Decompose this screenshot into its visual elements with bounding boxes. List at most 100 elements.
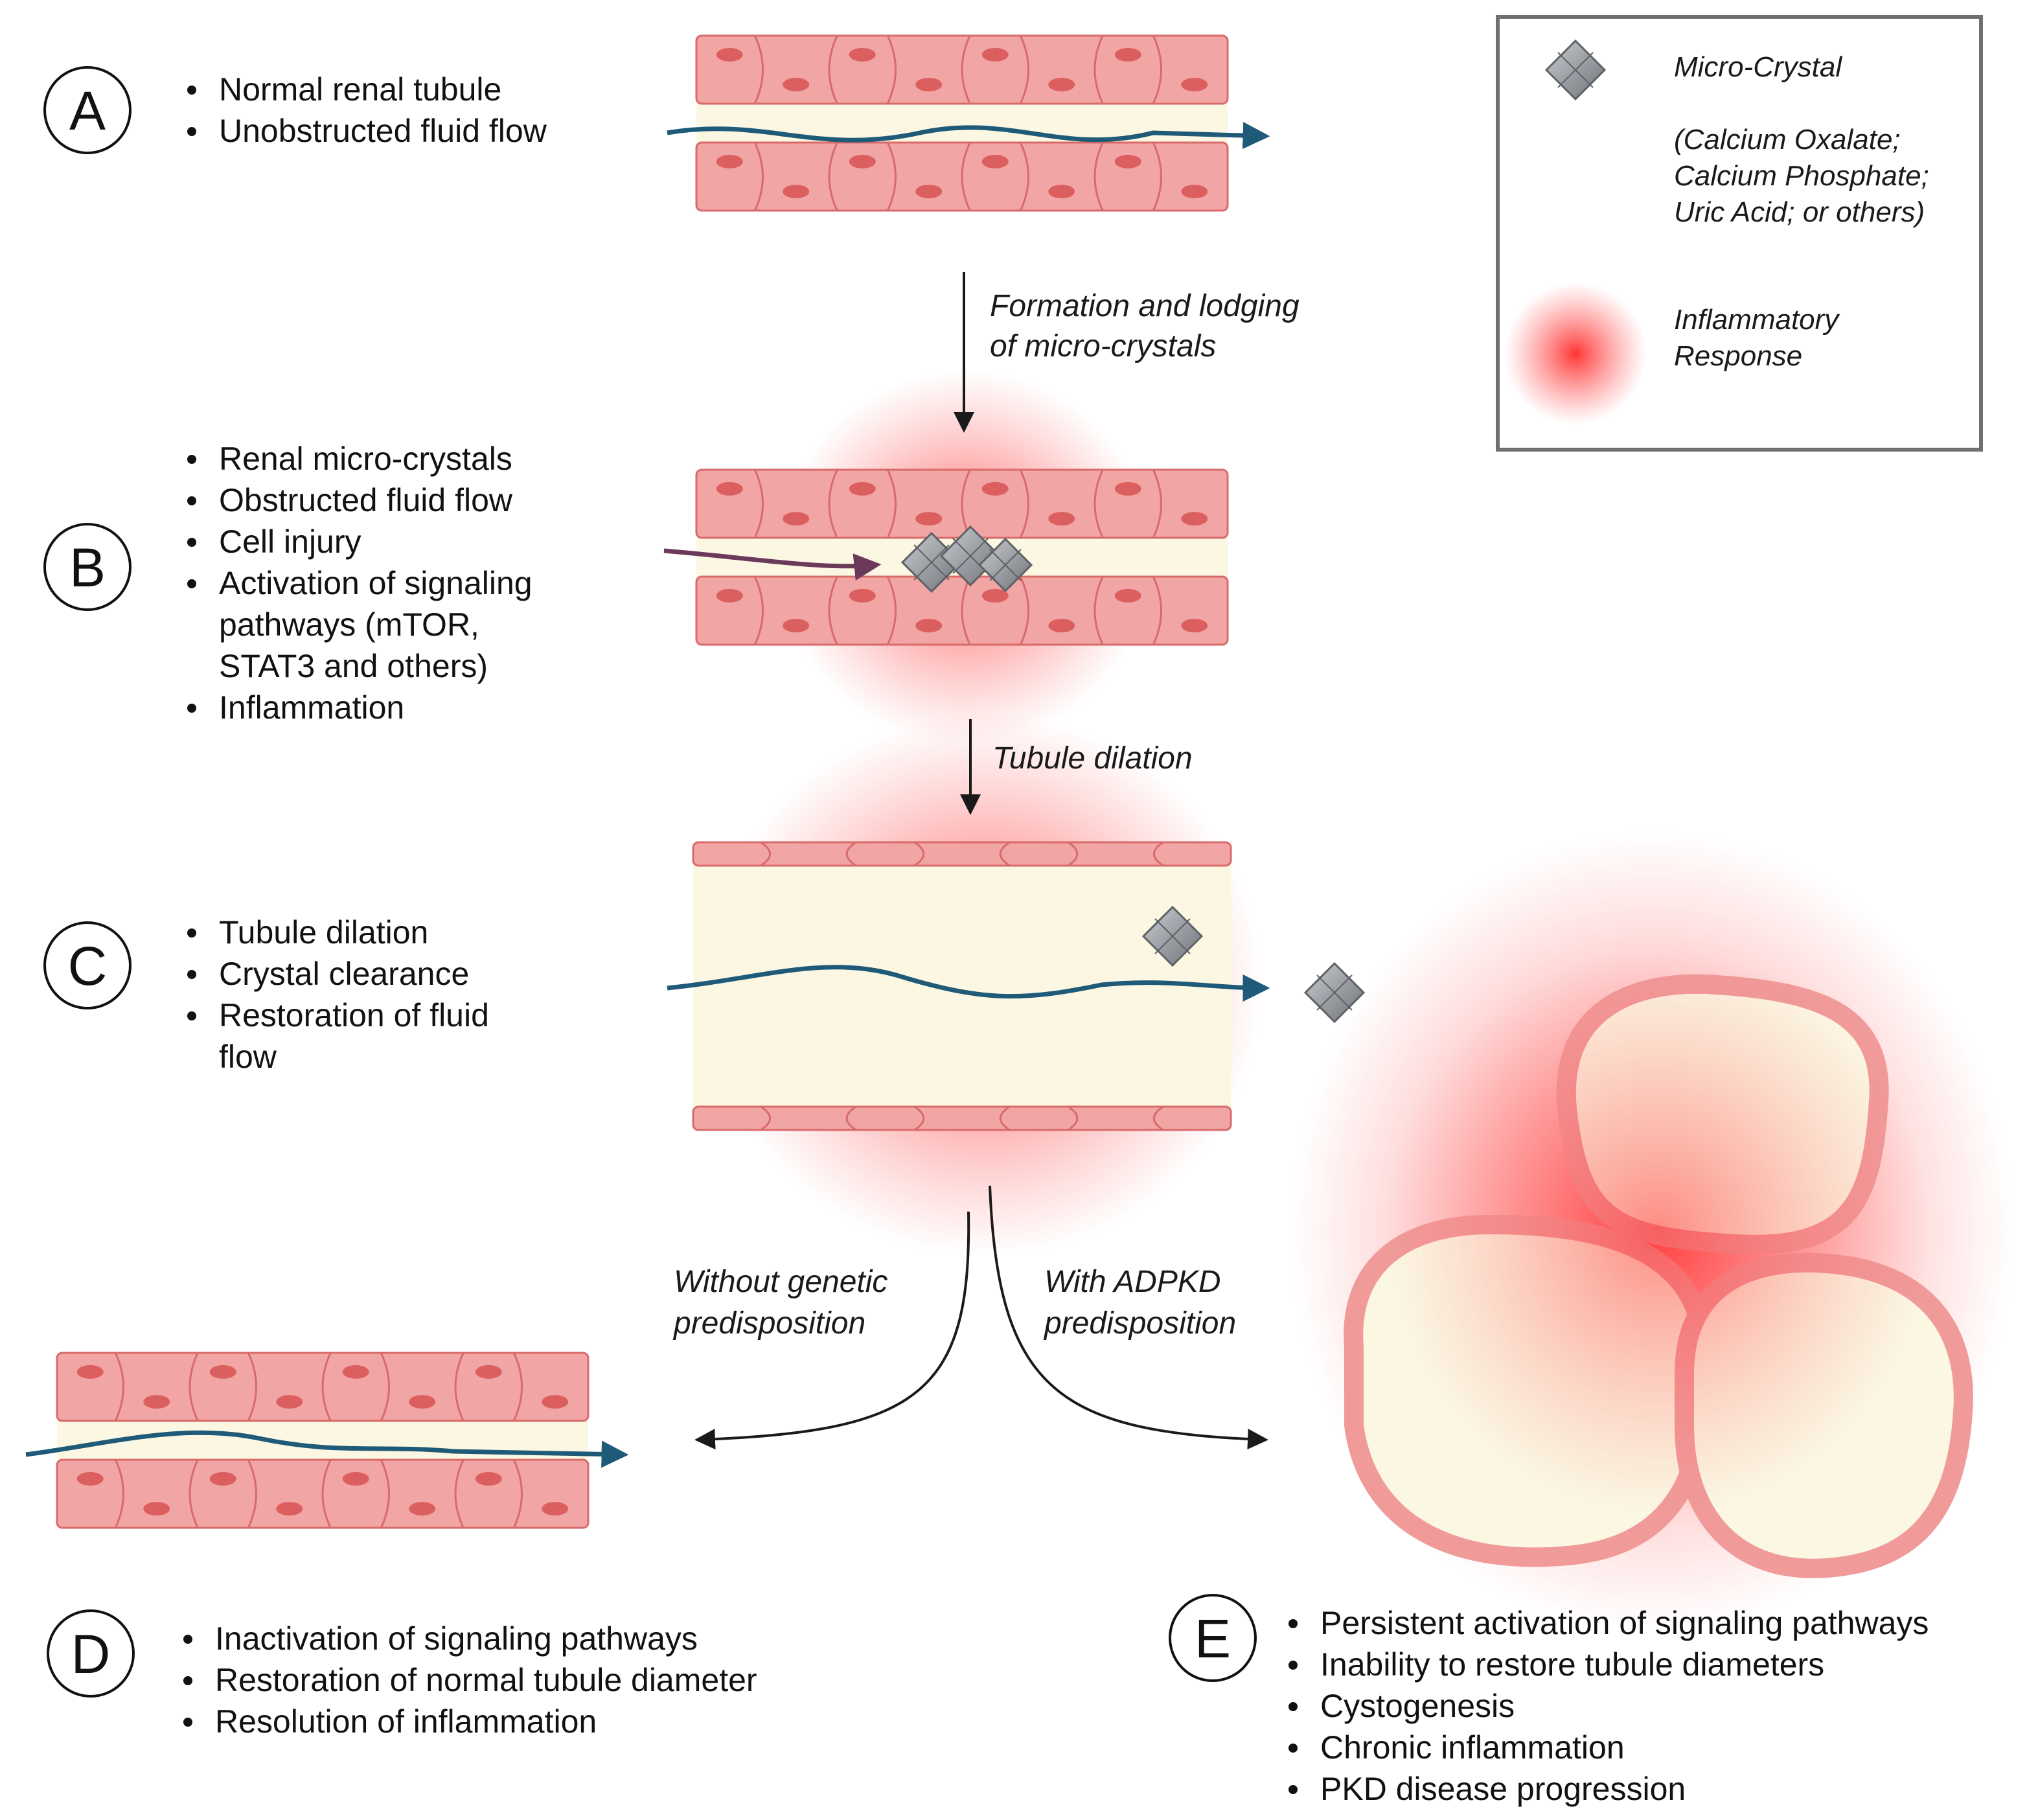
tubule-c-bottom-cell-wall [845, 1105, 857, 1131]
tubule-d-top-cell-wall [189, 1352, 199, 1422]
tubule-a-top-cell-wall [1152, 35, 1162, 104]
tubule-d-bottom-nucleus [209, 1471, 236, 1486]
tubule-b-bottom-nucleus [1048, 619, 1075, 633]
tubule-d-top-cell-wall [454, 1352, 464, 1422]
tubule-b-bottom-nucleus [849, 588, 876, 603]
legend-crystal-shape-edge [1557, 52, 1594, 88]
tubule-d-top-cell-wall [512, 1352, 523, 1422]
tubule-b-bottom-nucleus [1114, 588, 1141, 603]
tubule-b-bottom-nucleus [783, 619, 810, 633]
crystal-b-2-edge [952, 538, 989, 574]
tubule-a-bottom-nucleus [1114, 154, 1141, 168]
tubule-d-bottom-cell-wall [321, 1459, 332, 1528]
tubule-d-bottom-nucleus [76, 1471, 104, 1486]
stage-a-letter-circle [43, 66, 132, 154]
legend-crystal-type-1: (Calcium Oxalate; [1674, 124, 1901, 156]
tubule-a-bottom-nucleus [1181, 185, 1208, 199]
tubule-b-top-cell-wall [753, 469, 764, 538]
transition-c-e-line1: With ADPKD [1044, 1265, 1221, 1299]
transition-a-b-line2: of micro-crystals [990, 329, 1216, 363]
tubule-d-top-nucleus [76, 1365, 104, 1379]
stage-e-bullet-dot [1288, 1702, 1298, 1711]
legend-box: Micro-Crystal (Calcium Oxalate; Calcium … [1496, 15, 1983, 452]
tubule-d-top-nucleus [542, 1395, 569, 1409]
stage-d-letter-circle [47, 1609, 135, 1698]
stage-c-letter-circle [43, 921, 132, 1009]
tubule-dilated-c [667, 841, 1270, 1131]
tubule-c-bottom-cell-wall [1067, 1105, 1079, 1131]
tubule-c-bottom-cell-wall [913, 1105, 925, 1131]
stage-e-bullet-text: PKD disease progression [1320, 1771, 1686, 1807]
tubule-a-top-nucleus [783, 78, 810, 92]
tubule-b-top-nucleus [981, 481, 1009, 496]
tubule-a-top-cell-wall [753, 35, 764, 104]
tubule-d-bottom-cell-wall [114, 1459, 124, 1528]
tubule-d-top-cell-wall [114, 1352, 124, 1422]
legend-inflammation-line1: Inflammatory [1674, 304, 1840, 336]
tubule-b-top-cell-wall [1094, 469, 1104, 538]
tubule-a-bottom-cell-wall [753, 142, 764, 211]
stage-d-letter: D [71, 1624, 111, 1685]
stage-c-letter: C [68, 936, 108, 996]
stage-c-bullet-dot [187, 928, 196, 938]
stage-c-bullet-text: Tubule dilation [219, 914, 428, 950]
tubule-d-bottom-nucleus [409, 1502, 436, 1516]
legend-inflammation-icon [1504, 282, 1647, 425]
tubule-c-top-cell-wall [1152, 841, 1164, 867]
tubule-b-top-nucleus [783, 512, 810, 526]
tubule-d-bottom-nucleus [342, 1471, 369, 1486]
stage-d-bullet-dot [183, 1676, 192, 1685]
transition-labels: Formation and lodging of micro-crystals … [672, 289, 1300, 1341]
tubule-b-top-cell-wall [1152, 469, 1162, 538]
tubule-c-bottom-cell-wall [999, 1105, 1011, 1131]
stage-d-bullet-text: Inactivation of signaling pathways [215, 1620, 698, 1657]
tubule-d-bottom-cell-wall [247, 1459, 257, 1528]
stage-b-bullet-text: pathways (mTOR, [219, 606, 479, 643]
tubule-a-bottom-nucleus [783, 185, 810, 199]
stage-e-letter-circle [1169, 1594, 1257, 1682]
stage-b-bullet-dot [187, 496, 196, 505]
tubule-a-top-nucleus [1181, 78, 1208, 92]
tubule-b-bottom-cell-wall [886, 576, 897, 645]
tubule-b-top-nucleus [849, 481, 876, 496]
stage-a-bullet-text: Normal renal tubule [219, 71, 501, 108]
arrow-c-to-d [694, 1211, 970, 1450]
tubule-a-bottom-cell-wall [1152, 142, 1162, 211]
stage-c-bullet-text: Crystal clearance [219, 956, 469, 992]
tubule-b-top-nucleus [915, 512, 943, 526]
stage-a-bullet-dot [187, 127, 196, 136]
legend-crystal-title: Micro-Crystal [1674, 51, 1842, 83]
stage-e-bullet-dot [1288, 1744, 1298, 1753]
transition-c-d-line2: predisposition [672, 1306, 865, 1341]
tubule-a-bottom-cell-wall [1094, 142, 1104, 211]
tubule-b-bottom-cell-wall [961, 576, 971, 645]
tubule-c-lumen [693, 866, 1231, 1107]
process-arrows [694, 272, 1268, 1450]
stage-c-bullet-text: flow [219, 1039, 277, 1075]
stage-e-bullet-dot [1288, 1619, 1298, 1628]
crystal-c-2 [1303, 962, 1366, 1024]
transition-b-c-line1: Tubule dilation [992, 741, 1193, 776]
cyst-inflammation [1386, 946, 1930, 1516]
tubule-b-top-nucleus [1181, 512, 1208, 526]
tubule-a-bottom-nucleus [981, 154, 1009, 168]
tubule-c-top-cell-wall [1067, 841, 1079, 867]
crystal-b-3 [978, 537, 1033, 593]
tubule-a-top-nucleus [1048, 78, 1075, 92]
tubule-b-top-cell-wall [1019, 469, 1029, 538]
tubule-b-bottom-cell-wall [1019, 576, 1029, 645]
tubule-a-lumen [696, 104, 1228, 143]
stage-e-bullet-text: Cystogenesis [1320, 1688, 1515, 1724]
tubule-a-top-cell-wall [1019, 35, 1029, 104]
stage-b-letter: B [69, 537, 106, 598]
stage-e-letter: E [1195, 1608, 1231, 1669]
tubule-d-top-nucleus [276, 1395, 303, 1409]
legend-crystal-type-2: Calcium Phosphate; [1674, 160, 1929, 192]
stage-e-bullet-dot [1288, 1661, 1298, 1670]
tubule-a-bottom-nucleus [1048, 185, 1075, 199]
tubule-a-bottom-nucleus [915, 185, 943, 199]
tubule-b-bottom-nucleus [716, 588, 743, 603]
stage-b-letter-circle [43, 523, 132, 611]
